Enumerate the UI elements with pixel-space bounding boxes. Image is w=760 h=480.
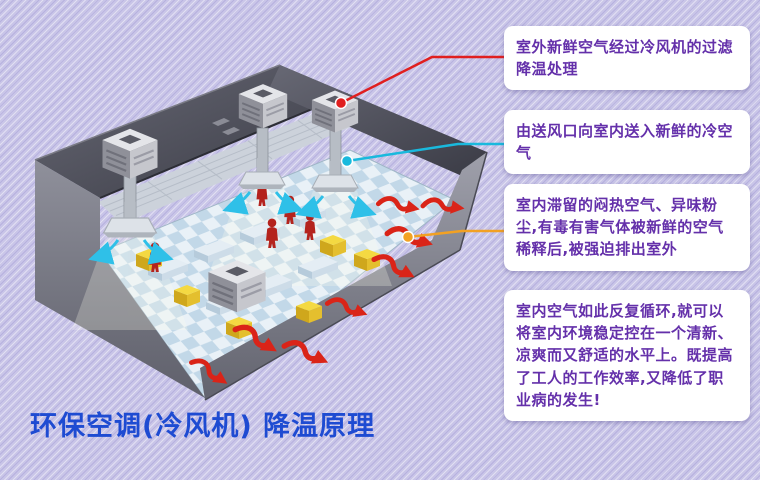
page-title: 环保空调(冷风机) 降温原理 xyxy=(30,411,376,442)
callout-connectors xyxy=(339,55,507,239)
connector-red-line xyxy=(339,55,507,105)
supply-air-arrows xyxy=(88,191,377,265)
connector-orange-line xyxy=(406,229,507,239)
roof-vent xyxy=(212,118,230,126)
callout-exhaust-air: 室内滞留的闷热空气、异味粉尘,有毒有害气体被新鲜的空气稀释后,被强迫排出室外 xyxy=(504,184,750,271)
supply-air-arrow xyxy=(295,195,325,219)
left-wall xyxy=(35,160,205,398)
anchor-dot-red xyxy=(334,96,348,110)
supply-air-arrow xyxy=(88,239,120,265)
roof-vent xyxy=(222,127,240,135)
exhaust-wall xyxy=(200,152,487,400)
anchor-dot-cyan xyxy=(340,154,354,168)
connector-cyan-line xyxy=(345,142,507,163)
callout-supply-air: 由送风口向室内送入新鲜的冷空气 xyxy=(504,110,750,175)
callout-air-cycle-benefits: 室内空气如此反复循环,就可以将室内环境稳定控在一个清新、凉爽而又舒适的水平上。既… xyxy=(504,290,750,421)
supply-air-arrow xyxy=(222,191,252,215)
anchor-dot-orange xyxy=(401,230,415,244)
supply-air-arrow xyxy=(142,239,174,265)
supply-air-arrow xyxy=(347,195,377,219)
exhaust-arrow xyxy=(282,336,331,370)
callout-fresh-air-filtering: 室外新鲜空气经过冷风机的过滤降温处理 xyxy=(504,26,750,91)
building-illustration xyxy=(34,64,488,401)
